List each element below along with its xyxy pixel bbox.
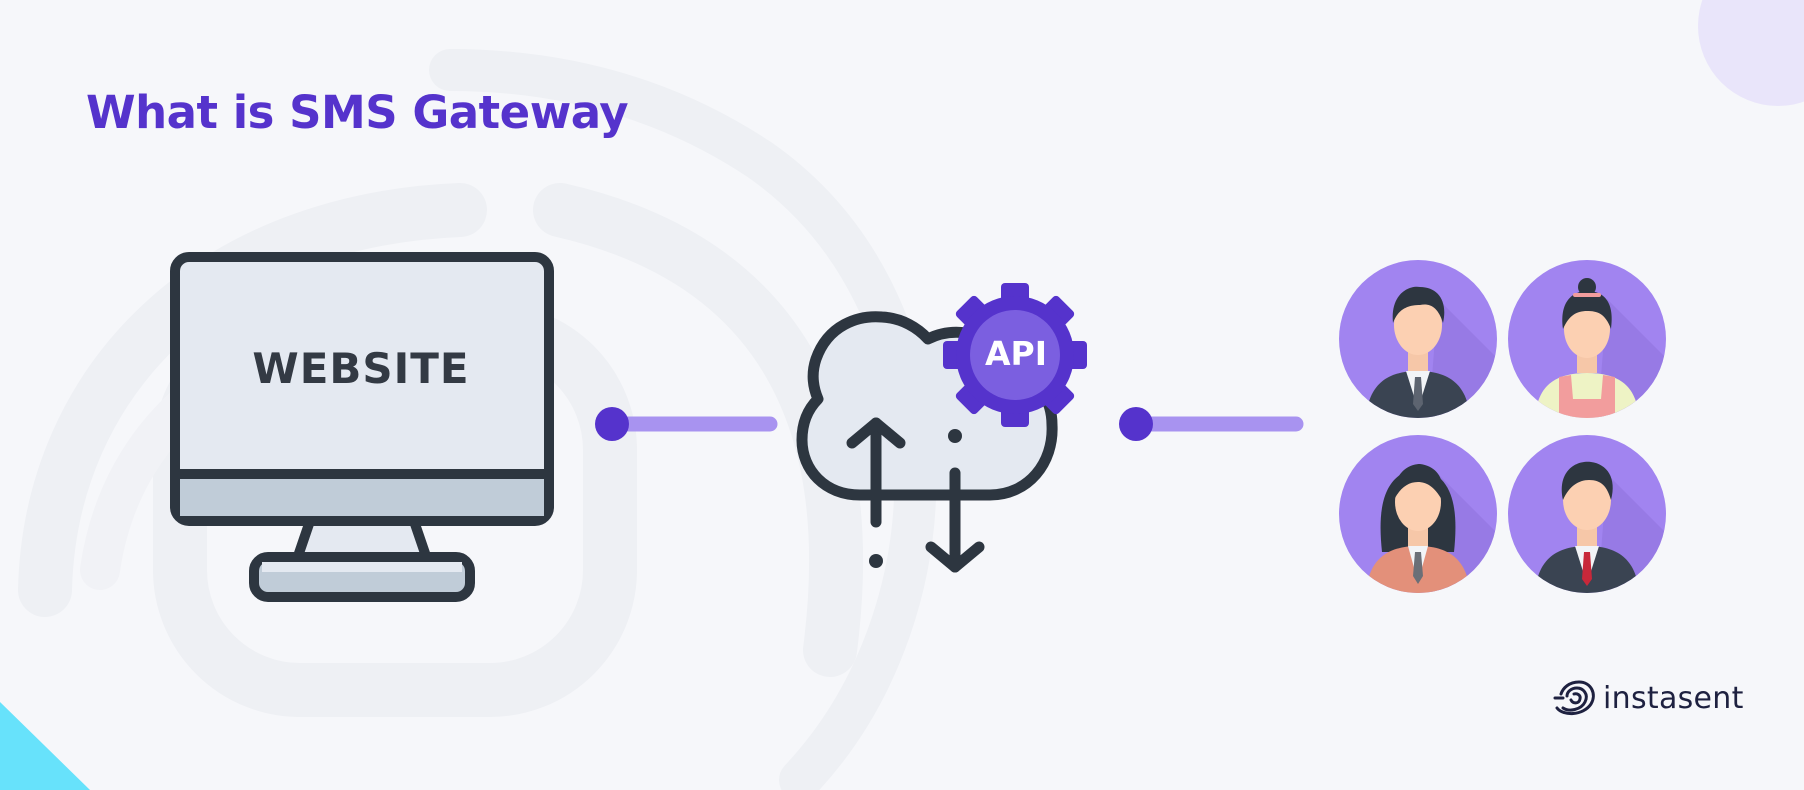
page-title: What is SMS Gateway	[86, 86, 629, 139]
gear-icon	[943, 283, 1087, 427]
instasent-logo-icon	[1553, 680, 1595, 715]
api-label: API	[984, 334, 1047, 373]
connector-line-left	[595, 407, 778, 441]
man-red-tie-avatar-icon	[1508, 435, 1666, 593]
instasent-logo: instasent	[1553, 676, 1744, 720]
businessman-avatar-icon	[1339, 260, 1497, 418]
brand-name: instasent	[1603, 680, 1744, 716]
monitor-icon	[170, 252, 554, 602]
woman-apron-avatar-icon	[1508, 260, 1666, 418]
website-label: WEBSITE	[252, 344, 470, 393]
businesswoman-avatar-icon	[1339, 435, 1497, 593]
corner-decoration-triangle	[0, 702, 90, 790]
connector-line-right	[1119, 407, 1304, 441]
cloud-sync-icon	[796, 283, 1087, 573]
